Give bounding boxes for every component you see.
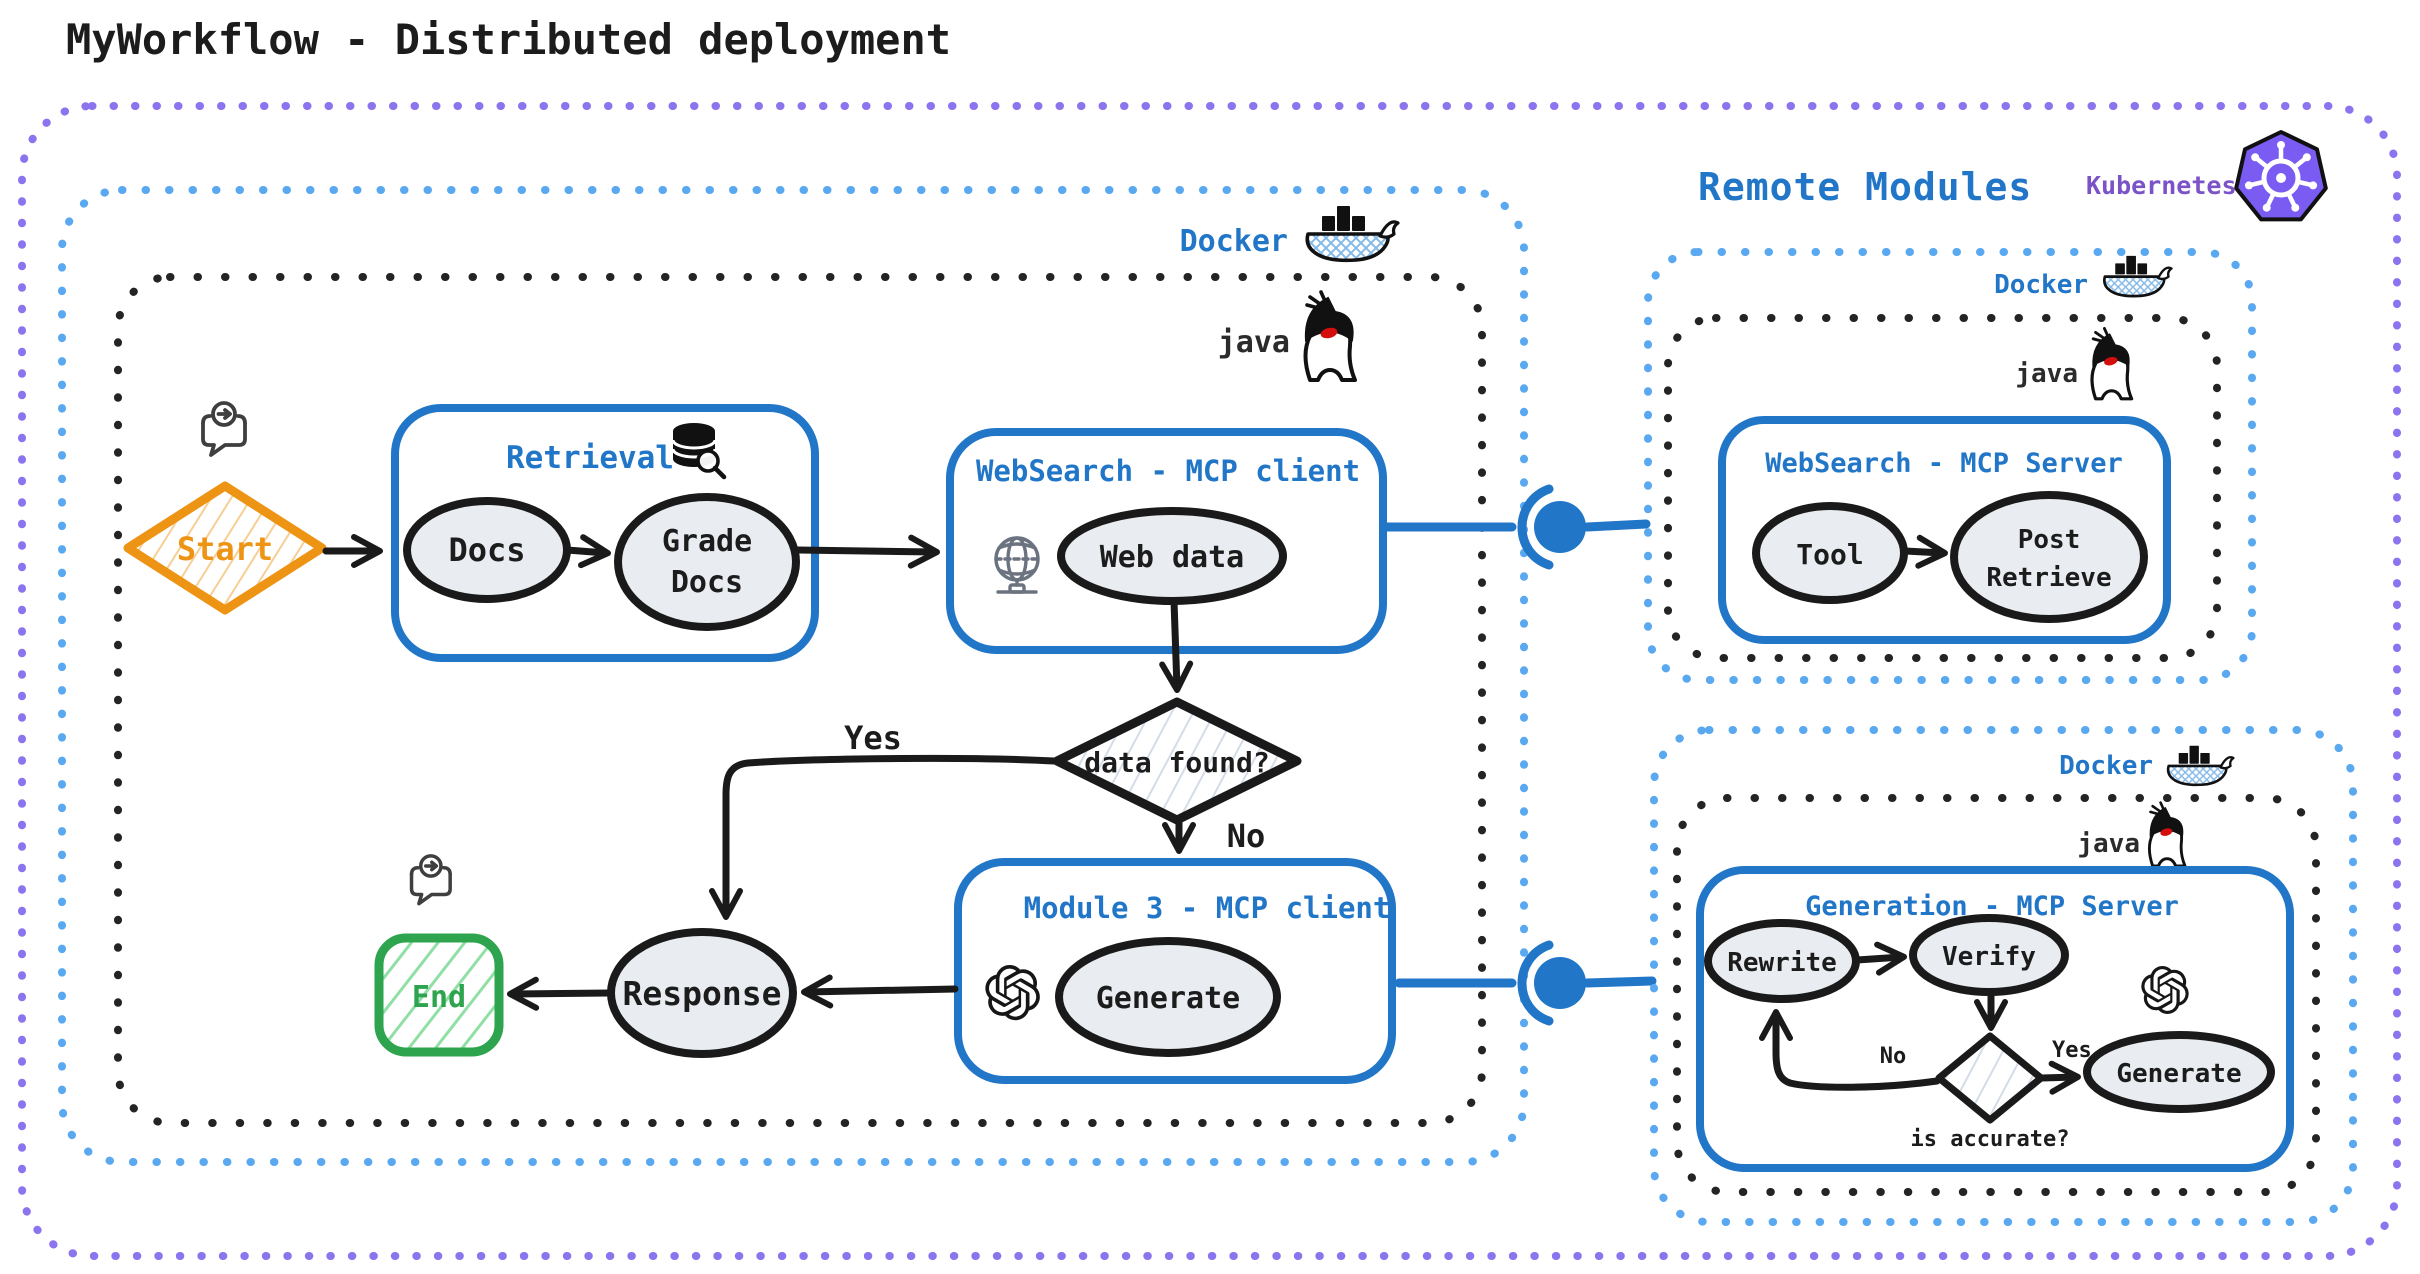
verify-label: Verify xyxy=(1942,942,2036,972)
grade-docs-label-line2: Docs xyxy=(671,565,743,600)
gen-yes-label: Yes xyxy=(2052,1038,2092,1063)
response-label: Response xyxy=(623,974,782,1013)
web-data-label: Web data xyxy=(1100,540,1245,575)
openai-icon-generation xyxy=(2141,966,2189,1015)
openai-icon-module3 xyxy=(985,965,1040,1021)
edge-decision-yes-generate xyxy=(2038,1060,2081,1095)
edge-rewrite-verify xyxy=(1853,941,1907,976)
websearch-server-docker-frame xyxy=(1644,248,2256,684)
retrieval-title: Retrieval xyxy=(506,440,674,476)
yes-label: Yes xyxy=(844,719,902,757)
database-search-icon xyxy=(671,423,727,480)
main-docker-label: Docker xyxy=(1180,224,1288,259)
websearch-server-docker-whale-icon xyxy=(2102,255,2173,298)
generation-server-docker-whale-icon xyxy=(2166,745,2235,787)
connector-ball-top xyxy=(1534,501,1586,553)
page-title: MyWorkflow - Distributed deployment xyxy=(66,15,951,64)
is-accurate-decision xyxy=(1935,1032,2045,1124)
main-java-frame xyxy=(114,273,1486,1127)
main-java-duke-icon xyxy=(1303,290,1357,382)
start-node xyxy=(123,481,327,615)
docs-label: Docs xyxy=(448,531,525,569)
generate-label: Generate xyxy=(1096,981,1241,1016)
no-label: No xyxy=(1227,817,1266,855)
grade-docs-label-line1: Grade xyxy=(662,524,752,559)
globe-network-icon xyxy=(994,536,1040,594)
websearch-server-title: WebSearch - MCP Server xyxy=(1765,448,2123,479)
post-retrieve-label-line1: Post xyxy=(2018,525,2081,555)
kubernetes-icon xyxy=(2234,130,2328,222)
edge-tool-postretrieve xyxy=(1901,534,1948,569)
main-java-label: java xyxy=(1218,325,1290,360)
kubernetes-cluster-frame xyxy=(18,102,2401,1260)
gen-generate-node xyxy=(2083,1031,2275,1113)
edge-webdata-decision xyxy=(1159,597,1194,693)
chat-restart-icon-bottom xyxy=(409,854,452,906)
edge-decision-no-rewrite xyxy=(1759,1009,1941,1091)
edge-decision-yes-response xyxy=(709,754,1058,920)
remote-modules-label: Remote Modules xyxy=(1698,165,2032,209)
edge-gradedocs-websearch xyxy=(794,534,940,569)
post-retrieve-label-line2: Retrieve xyxy=(1986,563,2111,593)
websearch-server-java-label: java xyxy=(2015,359,2078,389)
generation-server-java-duke-icon xyxy=(2147,801,2187,868)
kubernetes-label: Kubernetes xyxy=(2086,171,2237,200)
end-node xyxy=(374,933,504,1057)
module3-title: Module 3 - MCP client xyxy=(1024,891,1391,925)
tool-label: Tool xyxy=(1796,538,1863,571)
end-label: End xyxy=(412,980,466,1015)
generation-server-docker-frame xyxy=(1650,726,2357,1226)
is-accurate-label: is accurate? xyxy=(1911,1127,2070,1152)
websearch-server-docker-label: Docker xyxy=(1994,270,2088,300)
grade-docs-node xyxy=(614,493,800,631)
edge-docs-gradedocs xyxy=(563,534,611,569)
rewrite-label: Rewrite xyxy=(1727,948,1837,978)
edge-response-end xyxy=(507,976,614,1011)
websearch-client-title: WebSearch - MCP client xyxy=(976,454,1360,488)
main-docker-frame xyxy=(58,186,1528,1166)
edge-module3-response xyxy=(801,974,959,1009)
generation-server-docker-label: Docker xyxy=(2059,751,2153,781)
data-found-label: data found? xyxy=(1084,746,1269,779)
gen-no-label: No xyxy=(1880,1044,1907,1069)
post-retrieve-node xyxy=(1950,491,2148,623)
websearch-server-java-duke-icon xyxy=(2090,326,2134,401)
flow-edges xyxy=(322,534,1196,1011)
generate-node xyxy=(1055,937,1281,1057)
connector-ball-bottom xyxy=(1534,957,1586,1009)
generation-server-java-label: java xyxy=(2077,829,2140,859)
websearch-server-java-frame xyxy=(1664,314,2221,662)
mcp-connector-websearch xyxy=(1381,484,1651,570)
generation-edges xyxy=(1759,941,2081,1095)
start-label: Start xyxy=(177,530,273,568)
gen-generate-label: Generate xyxy=(2116,1059,2241,1089)
mcp-connector-generation xyxy=(1394,940,1657,1026)
chat-restart-icon-top xyxy=(201,401,247,457)
main-docker-whale-icon xyxy=(1305,206,1400,263)
